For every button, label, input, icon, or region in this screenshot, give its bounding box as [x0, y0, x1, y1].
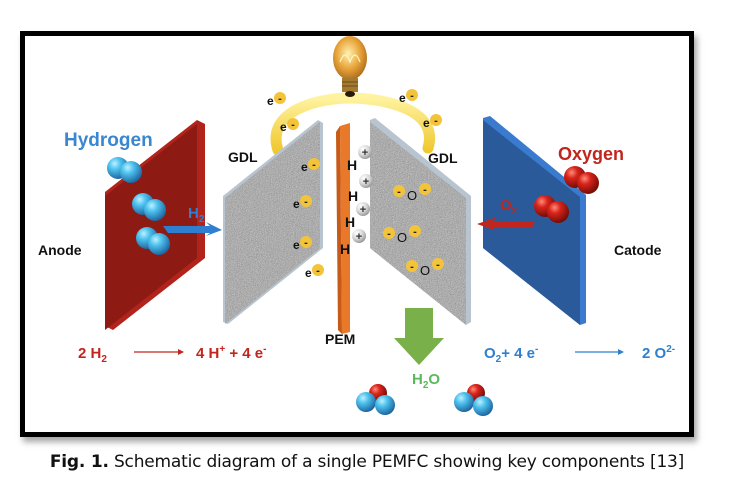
svg-text:-: -	[397, 186, 401, 198]
svg-text:+: +	[363, 176, 369, 188]
oxygen-ion: O- -	[406, 258, 444, 278]
svg-text:O: O	[397, 230, 407, 245]
electron: e-	[267, 92, 286, 108]
anode-label: Anode	[38, 242, 82, 258]
anode-gdl	[223, 120, 323, 324]
cathode-equation: O2+ 4 e- 2 O2-	[484, 344, 675, 365]
svg-text:O: O	[407, 188, 417, 203]
water-outflow-arrow	[394, 308, 444, 365]
svg-text:-: -	[312, 159, 316, 171]
catode-label: Catode	[614, 242, 662, 258]
water-molecule	[356, 384, 395, 415]
svg-text:e: e	[305, 266, 312, 280]
svg-text:-: -	[291, 119, 295, 131]
svg-text:-: -	[304, 196, 308, 208]
h2-inflow-arrow	[163, 222, 222, 236]
electron: e-	[293, 236, 312, 252]
caption-text: Schematic diagram of a single PEMFC show…	[108, 452, 685, 472]
hydrogen-molecule	[132, 193, 166, 221]
electron: e-	[399, 89, 418, 105]
svg-text:-: -	[423, 184, 427, 196]
light-bulb-icon	[333, 36, 367, 97]
svg-text:O: O	[420, 263, 430, 278]
svg-text:+: +	[362, 147, 368, 159]
figure-caption: Fig. 1. Schematic diagram of a single PE…	[0, 452, 734, 472]
hydrogen-label: Hydrogen	[64, 130, 153, 151]
pem-label: PEM	[325, 331, 355, 347]
svg-text:+: +	[360, 204, 366, 216]
electron: e-	[293, 195, 312, 211]
svg-text:e: e	[267, 94, 274, 108]
cathode-gdl	[370, 118, 471, 325]
hydrogen-molecule	[136, 227, 170, 255]
svg-text:-: -	[278, 93, 282, 105]
svg-text:-: -	[413, 226, 417, 238]
o2-arrow-label: O2	[500, 197, 518, 217]
svg-text:H: H	[345, 214, 355, 230]
svg-text:4 H+ + 4 e-: 4 H+ + 4 e-	[196, 344, 266, 362]
svg-text:e: e	[293, 197, 300, 211]
svg-text:2 O2-: 2 O2-	[642, 344, 675, 362]
hydrogen-molecule	[107, 157, 142, 183]
oxygen-ion: O- -	[393, 183, 431, 203]
svg-text:-: -	[410, 90, 414, 102]
water-label: H2O	[412, 371, 440, 391]
anode-plate	[105, 120, 205, 330]
svg-text:H: H	[347, 157, 357, 173]
svg-text:H: H	[348, 188, 358, 204]
oxygen-label: Oxygen	[558, 144, 624, 164]
h2-arrow-label: H2	[188, 205, 205, 225]
electron: e-	[280, 118, 299, 134]
electron: e-	[305, 264, 324, 280]
svg-text:e: e	[301, 160, 308, 174]
svg-text:-: -	[434, 115, 438, 127]
svg-text:O2+ 4 e-: O2+ 4 e-	[484, 344, 538, 365]
svg-text:-: -	[387, 228, 391, 240]
svg-text:e: e	[423, 116, 430, 130]
svg-text:e: e	[399, 91, 406, 105]
svg-text:+: +	[356, 231, 362, 243]
svg-text:-: -	[410, 261, 414, 273]
anode-equation: 2 H2 4 H+ + 4 e-	[78, 344, 266, 365]
external-circuit-wire	[270, 92, 436, 156]
svg-text:-: -	[304, 237, 308, 249]
gdl-right-label: GDL	[428, 150, 458, 166]
svg-text:e: e	[293, 238, 300, 252]
gdl-left-label: GDL	[228, 149, 258, 165]
svg-text:e: e	[280, 120, 287, 134]
proton: +H	[340, 229, 366, 257]
svg-text:-: -	[436, 259, 440, 271]
oxygen-ion: O- -	[383, 225, 421, 245]
svg-text:-: -	[316, 265, 320, 277]
caption-prefix: Fig. 1.	[49, 452, 109, 472]
svg-text:2 H2: 2 H2	[78, 345, 107, 365]
oxygen-molecule	[564, 166, 599, 194]
proton: +H	[347, 145, 372, 173]
o2-inflow-arrow	[477, 217, 535, 231]
oxygen-molecule	[534, 195, 569, 223]
water-molecule	[454, 384, 493, 416]
electron: e-	[301, 158, 320, 174]
pem-membrane	[336, 123, 350, 334]
electron: e-	[423, 114, 442, 130]
proton: +H	[348, 174, 373, 204]
proton: +H	[345, 202, 370, 230]
svg-text:H: H	[340, 241, 350, 257]
